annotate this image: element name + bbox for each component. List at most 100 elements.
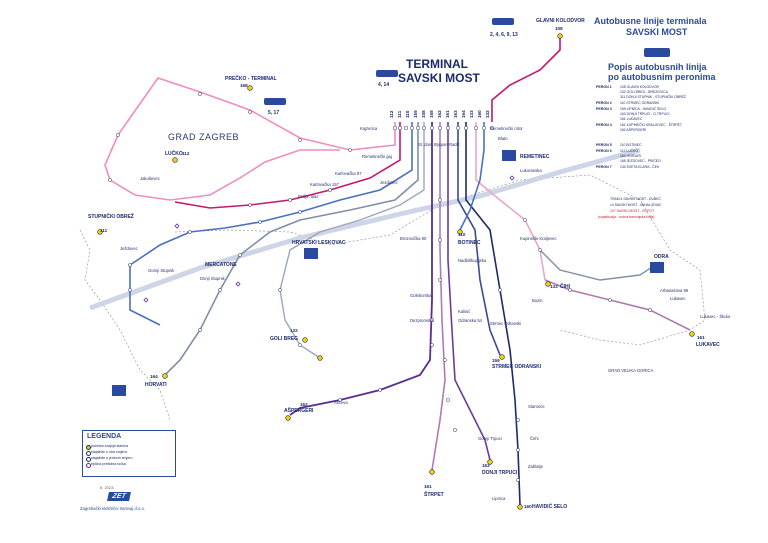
- terminal-label: ODRA: [654, 254, 669, 260]
- peron-line: 112 LUČKO: [620, 148, 638, 153]
- terminal-label: HORVATI: [145, 382, 167, 388]
- stop-label: Nadbiškupijska: [458, 258, 487, 263]
- stop-label: Arbanasova 96: [660, 288, 689, 293]
- stop-label: Strmec Odranski: [490, 321, 521, 326]
- transfer-icons: [143, 175, 515, 303]
- stop-label: Karlovačka 97: [335, 171, 362, 176]
- header-numbers: 112 111 110 159 108 168 162 161 163 164 …: [389, 110, 490, 118]
- terminal-label: GOLI BREG: [270, 336, 298, 342]
- route-112: [174, 122, 401, 209]
- terminal-label: LUČKO: [165, 150, 183, 157]
- terminal-label: PREČKO - TERMINAL: [225, 75, 277, 82]
- night-line-info: 107 SAVSKI MOST - SOPOT: [610, 209, 654, 213]
- title-line1: TERMINAL: [406, 57, 468, 71]
- terminal-label: STUPNIČKI OBREŽ: [88, 212, 134, 220]
- header-number: 162: [437, 110, 442, 118]
- tram-badge-5-17: 5, 17: [268, 110, 279, 116]
- terminal-line: 168: [240, 83, 248, 88]
- stop-label: Gornji Stupnik: [148, 268, 175, 273]
- header-number: 159: [413, 110, 418, 118]
- terminal-line: 160: [524, 504, 532, 509]
- terminal-markers: [97, 33, 695, 510]
- peron-line: 164 HORVATI: [620, 154, 641, 158]
- stop-label: Lukoranska: [520, 168, 542, 173]
- terminal-label: ČIHI: [560, 283, 571, 290]
- header-number: 164: [461, 110, 466, 118]
- stop-label: Remetinečki rotor: [490, 126, 523, 131]
- terminal-label: GLAVNI KOLODVOR: [536, 18, 585, 24]
- stop-label: Goleborska: [410, 293, 432, 298]
- header-number: 168: [429, 110, 434, 118]
- transfer-point-icon: [86, 463, 91, 468]
- peron-line: 311 DONJI STUPNIK - STUPNIČKI OBREŽ: [620, 94, 686, 99]
- terminal-label: HAVIDIĆ SELO: [532, 502, 567, 510]
- peron-label: PERON 4: [596, 123, 612, 127]
- route-132: [279, 122, 425, 359]
- terminal-line: 112: [182, 151, 190, 156]
- stop-label: Zablatje: [528, 464, 544, 469]
- stop-label: Lukavec: [670, 296, 686, 301]
- stop-label: Gornji Trpuci: [478, 436, 502, 441]
- header-number: 132: [485, 110, 490, 118]
- terminal-label: REMETINEC: [520, 154, 550, 160]
- stop-label: Blato: [498, 136, 508, 141]
- two-way-stop-icon: [86, 451, 91, 456]
- night-line-note: (supstitucija - noćna tramvajska linija): [598, 215, 654, 219]
- tram-line-info: TRAM 4 SAVSKI MOST - DUBEC: [610, 197, 661, 201]
- terminal-label: AŠPERGERI: [284, 406, 314, 414]
- terminal-line: 161: [424, 484, 432, 489]
- peron-label: PERON 5: [596, 143, 612, 147]
- route-162: [289, 122, 433, 416]
- tram-icons: [264, 18, 670, 105]
- stop-label: Odranska 54: [458, 318, 483, 323]
- stop-label: Kupinečki Kraljevec: [520, 236, 557, 241]
- stop-label: Kajzerica: [360, 126, 378, 131]
- peron-line: 110 BOTINEC: [620, 143, 642, 147]
- terminal-line: 162: [300, 402, 308, 407]
- terminal-line: 161: [697, 335, 705, 340]
- route-163: [447, 122, 491, 461]
- route-odra: [539, 249, 661, 281]
- peron-label: PERON 6: [596, 149, 612, 153]
- header-number: 112: [389, 110, 394, 118]
- terminal-line: 133: [550, 284, 558, 289]
- terminal-labels: GLAVNI KOLODVOR 108 PREČKO - TERMINAL 16…: [88, 18, 720, 510]
- stop-label: Brezovička 80: [400, 236, 427, 241]
- one-way-stop-icon: [86, 457, 91, 462]
- peron-line: 108 GLAVNI KOLODVOR: [620, 85, 659, 89]
- stop-label: Donji Stupnik: [200, 276, 226, 281]
- stop-label: Kalinić: [458, 309, 470, 314]
- route-133: [475, 122, 546, 281]
- route-164: [164, 122, 419, 376]
- peron-label: PERON 1: [596, 85, 612, 89]
- city-label-velika-gorica: GRAD VELIKA GORICA: [608, 368, 654, 373]
- terminal-line: 110: [458, 232, 466, 237]
- stop-label: Karlovačka 157: [310, 182, 340, 187]
- sava-river: [89, 147, 641, 311]
- stop-markers: [108, 92, 652, 482]
- peron-line: 110 STRMEC ODRANSKI: [620, 101, 659, 105]
- title-line2: SAVSKI MOST: [398, 71, 480, 85]
- company-name: Zagrebački električni tramvaj d.o.o.: [80, 506, 145, 511]
- stop-label: Jezdovec: [380, 180, 398, 185]
- legend-item: tipična prekidna točka: [91, 462, 126, 466]
- route-111: [129, 122, 413, 326]
- terminal-line: 163: [482, 463, 490, 468]
- panel-list-title-1: Popis autobusnih linija: [608, 62, 707, 72]
- stop-label: Aščeva: [334, 400, 348, 405]
- peron-line: 163 DONJI TRPUCI - G.TRPUCI: [620, 112, 670, 116]
- stop-label: Buzin: [532, 298, 543, 303]
- header-number: 108: [421, 110, 426, 118]
- peron-line: 162 AŠPERGERI: [620, 127, 646, 132]
- panel-title-1: Autobusne linije terminala: [594, 16, 708, 26]
- header-number: 161: [445, 110, 450, 118]
- panel-title-2: SAVSKI MOST: [626, 27, 688, 37]
- terminal-label: BOTINEC: [458, 240, 481, 246]
- route-168: [104, 77, 396, 201]
- peron-line: 133 SVETA KLARA - ČIHI: [620, 164, 659, 169]
- city-label-zagreb: GRAD ZAGREB: [168, 132, 239, 142]
- peron-list: PERON 1 108 GLAVNI KOLODVOR 132 GOLI BRE…: [596, 85, 686, 219]
- terminal-line: 108: [555, 26, 563, 31]
- route-108: [491, 38, 561, 122]
- peron-line: 161 LUKAVEC: [620, 117, 643, 121]
